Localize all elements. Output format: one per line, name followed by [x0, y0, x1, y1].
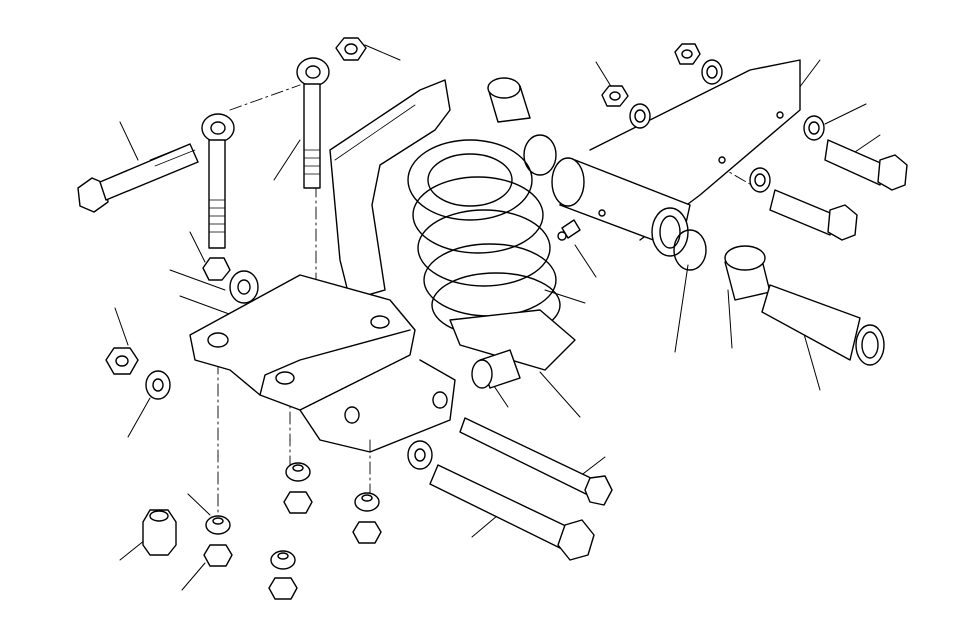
eye-bolt-icon	[202, 58, 329, 248]
swing-arm-icon	[552, 60, 800, 256]
nut-icon	[106, 258, 230, 374]
sleeve-icon	[472, 350, 520, 388]
nut-icon	[602, 44, 700, 106]
bushing-icon	[725, 246, 770, 300]
washer-icon	[630, 60, 824, 192]
o-ring-icon	[524, 135, 556, 175]
grease-fitting-icon	[558, 220, 580, 240]
leader-lines	[115, 45, 880, 590]
nut-icon	[143, 463, 381, 599]
washer-icon	[146, 271, 432, 469]
bracket-icon	[330, 80, 450, 300]
bushing-icon	[488, 78, 530, 122]
o-ring-icon	[674, 230, 706, 270]
bolt-icon	[430, 418, 612, 560]
pivot-pin-icon	[762, 285, 884, 365]
nut-icon	[336, 38, 366, 60]
spring-seat-icon	[450, 310, 575, 370]
bolt-icon	[770, 140, 907, 240]
coil-spring-icon	[408, 140, 560, 337]
bolt-icon	[78, 144, 198, 212]
base-plate-icon	[190, 275, 455, 452]
